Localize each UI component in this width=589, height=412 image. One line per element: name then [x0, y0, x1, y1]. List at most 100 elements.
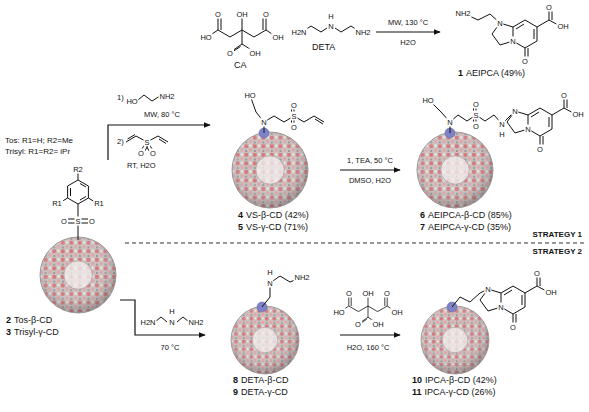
atom-label: OH: [544, 288, 557, 297]
reaction-arrow: [376, 31, 440, 32]
atom-label: N: [497, 303, 504, 312]
compound-number: 2: [6, 315, 11, 326]
compound-name: DETA-β-CD: [241, 375, 289, 386]
compound-name: VS-γ-CD (71%): [246, 222, 308, 233]
compound-name: AEIPCA-β-CD (85%): [428, 210, 512, 221]
compound-number: 8: [233, 375, 238, 386]
atom-label: N: [266, 279, 273, 288]
atom-label: HO: [199, 33, 212, 42]
atom-label: H: [327, 12, 334, 21]
compound-structure: 4VS-β-CD (42%)5VS-γ-CD (71%): [210, 85, 340, 240]
atom-label: O: [521, 57, 529, 66]
substituent-note: Trisyl: R1=R2= iPr: [4, 147, 71, 156]
atom-label: N: [511, 107, 518, 116]
atom-label: O: [60, 217, 68, 226]
atom-label: O: [345, 289, 353, 298]
reaction-condition: H2O: [399, 38, 416, 47]
atom-label: N: [509, 37, 516, 46]
reaction-condition: 1): [116, 93, 125, 102]
atom-label: OH: [361, 289, 374, 298]
atom-label: H: [168, 307, 175, 316]
atom-label: R2: [72, 165, 84, 174]
compound-number: 1: [458, 68, 463, 79]
atom-label: HO: [243, 91, 256, 100]
atom-label: O: [226, 49, 234, 58]
strategy-divider: [125, 243, 585, 244]
reaction-condition: H2O, 160 °C: [346, 343, 391, 352]
compound-number: 4: [238, 210, 243, 221]
bond-lines: [61, 10, 575, 324]
compound-structure: 2Tos-β-CD3Trisyl-γ-CD: [2, 160, 120, 345]
atom-label: O: [149, 149, 157, 158]
reaction-condition: MW, 130 °C: [387, 18, 429, 27]
reaction-condition: MW, 80 °C: [143, 110, 181, 119]
compound-number: 6: [420, 210, 425, 221]
atom-label: N: [260, 118, 267, 127]
compound-name: AEIPCA (49%): [466, 68, 525, 79]
atom-label: NH2: [293, 273, 310, 282]
atom-label: N: [446, 118, 453, 127]
compound-number: 5: [238, 222, 243, 233]
substituent-note: Tos: R1=H; R2=Me: [4, 136, 74, 145]
atom-label: OH: [390, 308, 403, 317]
compound-name: DETA-γ-CD: [241, 387, 288, 398]
atom-label: N: [498, 120, 505, 129]
reaction-condition: RT, H2O: [126, 161, 157, 170]
compound-name: CA: [234, 60, 247, 71]
atom-label: R1: [51, 199, 63, 208]
compound-number: 9: [233, 387, 238, 398]
compound-number: 7: [420, 222, 425, 233]
atom-label: O: [472, 100, 480, 109]
atom-label: O: [137, 149, 145, 158]
reaction-condition: 2): [116, 137, 125, 146]
atom-label: OH: [271, 33, 284, 42]
reaction-condition: DMSO, H2O: [348, 176, 392, 185]
atom-label: O: [536, 145, 544, 154]
reaction-arrow: [340, 334, 400, 335]
atom-label: OH: [556, 22, 569, 31]
compound-name: DETA: [312, 42, 335, 53]
atom-label: O: [509, 323, 517, 332]
atom-label: O: [290, 123, 298, 132]
reaction-condition: 1, TEA, 50 °C: [346, 156, 394, 165]
reaction-arrow: [340, 169, 400, 170]
atom-label: O: [545, 3, 553, 12]
section-label: STRATEGY 1: [532, 230, 584, 239]
compound-name: IPCA-γ-CD (26%): [425, 387, 496, 398]
atom-label: NH2: [354, 28, 371, 37]
atom-label: HO: [332, 308, 345, 317]
atom-label: NH2: [454, 9, 471, 18]
atom-label: OH: [235, 10, 248, 19]
reaction-arrow: [108, 125, 210, 160]
atom-label: N: [496, 19, 503, 28]
compound-structure: 6AEIPCA-β-CD (85%)7AEIPCA-γ-CD (35%): [400, 82, 586, 236]
atom-label: O: [290, 101, 298, 110]
reaction-condition: 70 °C: [160, 343, 181, 352]
atom-label: O: [472, 122, 480, 131]
compound-number: 3: [6, 327, 11, 338]
compound-number: 10: [412, 375, 422, 386]
atom-label: R1: [93, 199, 105, 208]
atom-label: OH: [371, 320, 384, 329]
atom-label: O: [214, 10, 222, 19]
compound-name: AEIPCA-γ-CD (35%): [428, 222, 511, 233]
compound-number: 11: [412, 387, 422, 398]
atom-label: O: [354, 320, 362, 329]
atom-label: HO: [421, 96, 434, 105]
compound-structure: 10IPCA-β-CD (42%)11IPCA-γ-CD (26%): [400, 258, 586, 404]
compound-name: Tos-β-CD: [14, 315, 52, 326]
compound-name: Trisyl-γ-CD: [14, 327, 59, 338]
atom-label: N: [327, 22, 334, 31]
atom-label: HO: [125, 97, 138, 106]
atom-label: H: [266, 268, 273, 277]
atom-label: N: [484, 285, 491, 294]
atom-label: NH2: [158, 92, 175, 101]
atom-label: O: [383, 289, 391, 298]
atom-label: OH: [571, 110, 584, 119]
atom-label: O: [533, 269, 541, 278]
atom-label: N: [524, 125, 531, 134]
atom-label: H: [498, 130, 505, 139]
